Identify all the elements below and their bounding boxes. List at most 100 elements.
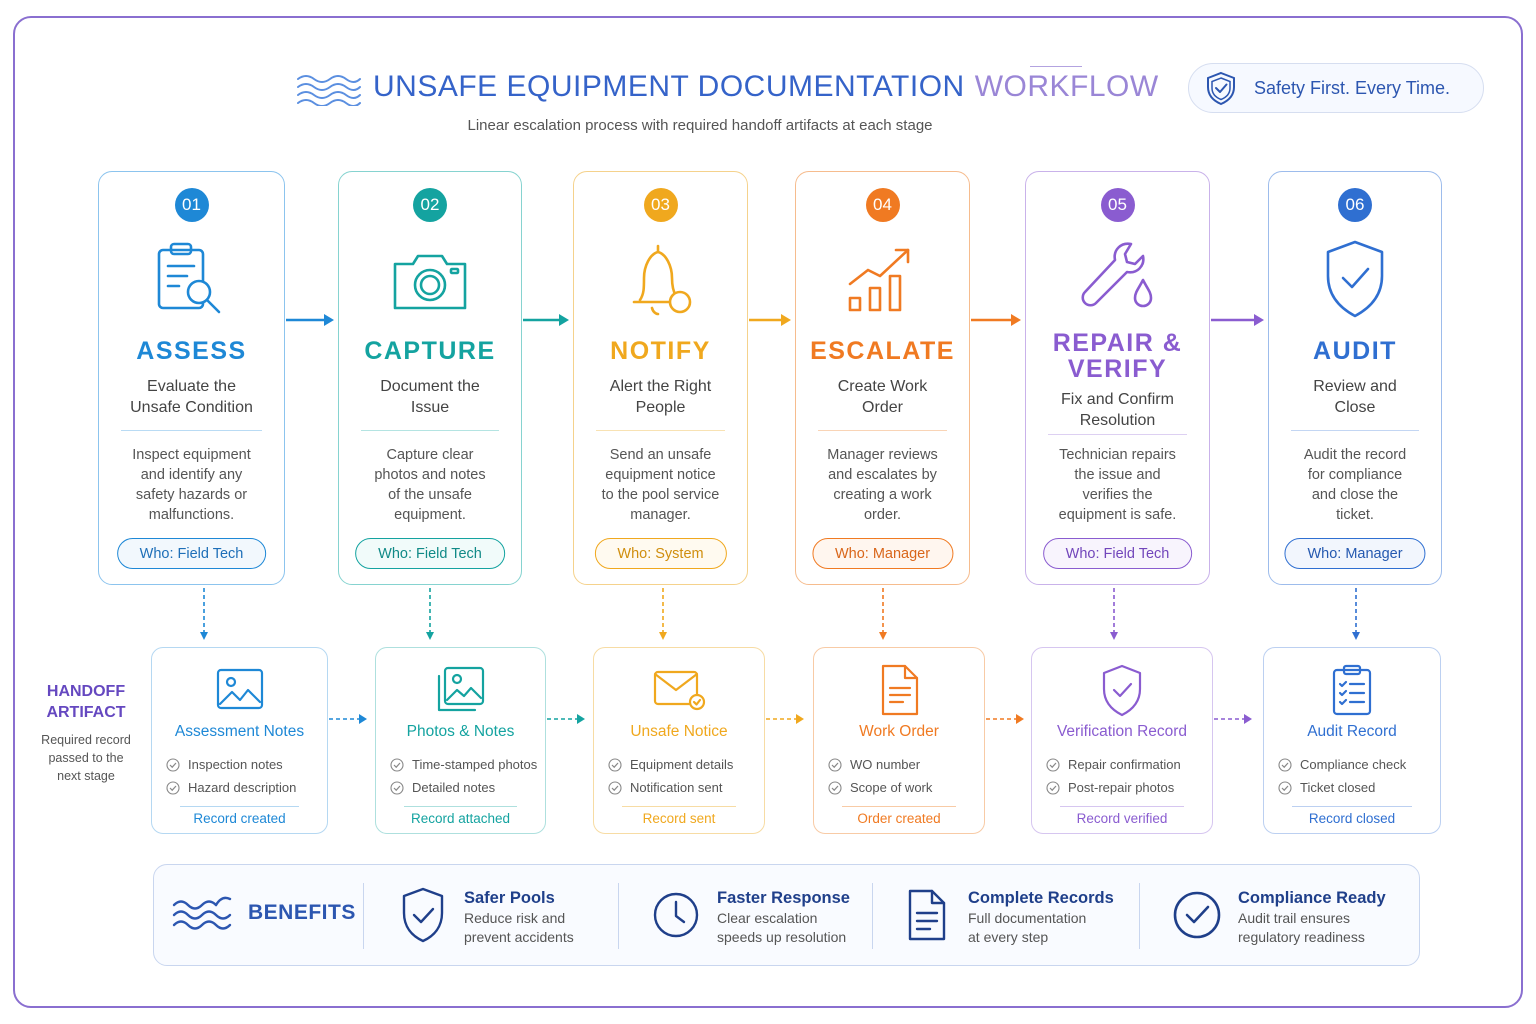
- desc-line: and escalates by: [828, 467, 937, 483]
- desc-line: for compliance: [1307, 467, 1403, 483]
- checklist-item-label: Repair confirmation: [1068, 757, 1181, 772]
- benefit-desc-line: regulatory readiness: [1238, 929, 1365, 945]
- image-icon: [212, 662, 268, 718]
- check-circle-icon: [1046, 757, 1060, 772]
- benefit-text: Safer Pools Reduce risk and prevent acci…: [464, 885, 574, 947]
- artifact-status: Order created: [857, 811, 941, 826]
- checklist-item: Post-repair photos: [1046, 776, 1202, 799]
- stage-description: Inspect equipment and identify any safet…: [113, 445, 270, 525]
- stage-name-line-2: VERIFY: [1067, 355, 1168, 383]
- benefit-faster-response: Faster Response Clear escalation speeds …: [651, 885, 850, 947]
- artifact-checklist: Repair confirmation Post-repair photos: [1046, 753, 1202, 799]
- stage-name: ESCALATE: [810, 337, 955, 365]
- stage-subtitle-line-1: Fix and Confirm: [1061, 391, 1174, 408]
- shield-check-icon: [1094, 662, 1150, 718]
- stage-name-line-1: REPAIR &: [1052, 329, 1183, 357]
- artifact-title: Photos & Notes: [406, 723, 515, 740]
- handoff-arrow: [1352, 588, 1360, 640]
- handoff-arrow: [879, 588, 887, 640]
- stage-divider: [818, 430, 947, 431]
- desc-line: equipment is safe.: [1058, 507, 1177, 523]
- desc-line: and close the: [1311, 487, 1399, 503]
- benefit-name: Safer Pools: [464, 889, 555, 907]
- benefit-text: Complete Records Full documentation at e…: [968, 885, 1114, 947]
- checklist-item-label: Compliance check: [1300, 757, 1407, 772]
- stage-description: Technician repairs the issue and verifie…: [1040, 445, 1195, 525]
- stage-divider: [361, 430, 499, 431]
- artifact-divider: [1292, 806, 1412, 807]
- stage-name: CAPTURE: [364, 337, 496, 365]
- title-accent-line: [1030, 66, 1082, 67]
- benefit-desc-line: Clear escalation: [717, 910, 818, 926]
- desc-line: Audit the record: [1303, 447, 1407, 463]
- shield-check-icon: [1310, 236, 1400, 326]
- stage-subtitle-line-2: Issue: [410, 399, 450, 416]
- check-circle-icon: [608, 780, 622, 795]
- artifact-title: Unsafe Notice: [630, 723, 728, 740]
- benefit-name: Complete Records: [968, 889, 1114, 907]
- checklist-item-label: Time-stamped photos: [412, 757, 538, 772]
- checklist-item: Ticket closed: [1278, 776, 1430, 799]
- benefit-text: Compliance Ready Audit trail ensures reg…: [1238, 885, 1386, 947]
- flow-arrow: [749, 314, 791, 326]
- checklist-item: Equipment details: [608, 753, 754, 776]
- flow-arrow: [523, 314, 569, 326]
- stage-name: AUDIT: [1313, 337, 1397, 365]
- benefit-desc-line: speeds up resolution: [717, 929, 847, 945]
- check-circle-icon: [390, 780, 404, 795]
- stage-escalate: 04 ESCALATE Create Work Order Manager re…: [795, 171, 970, 585]
- artifact-status: Record sent: [642, 811, 716, 826]
- benefit-safer-pools: Safer Pools Reduce risk and prevent acci…: [398, 885, 574, 947]
- handoff-arrow: [426, 588, 434, 640]
- checklist-item: Notification sent: [608, 776, 754, 799]
- desc-line: to the pool service: [601, 487, 720, 503]
- stage-subtitle-line-2: Order: [862, 399, 903, 416]
- artifact-checklist: WO number Scope of work: [828, 753, 974, 799]
- stage-name: NOTIFY: [610, 337, 711, 365]
- desc-line: of the unsafe: [388, 487, 472, 503]
- handoff-arrow: [200, 588, 208, 640]
- trend-chart-icon: [838, 236, 928, 326]
- benefit-desc-line: Full documentation: [968, 910, 1087, 926]
- artifact-flow-arrow: [547, 714, 585, 724]
- document-icon: [871, 662, 927, 718]
- checklist-item-label: Inspection notes: [188, 757, 283, 772]
- stage-number: 06: [1338, 188, 1372, 222]
- checklist-item: Hazard description: [166, 776, 317, 799]
- handoff-arrow: [1110, 588, 1118, 640]
- check-circle-icon: [608, 757, 622, 772]
- artifact-divider: [404, 806, 517, 807]
- checklist-item: Repair confirmation: [1046, 753, 1202, 776]
- artifact-checklist: Inspection notes Hazard description: [166, 753, 317, 799]
- artifact-photos-notes: Photos & Notes Time-stamped photos Detai…: [375, 647, 546, 834]
- artifact-verification-record: Verification Record Repair confirmation …: [1031, 647, 1213, 834]
- checklist-item: Compliance check: [1278, 753, 1430, 776]
- stage-name: REPAIR & VERIFY: [1026, 330, 1209, 382]
- artifact-flow-arrow: [1214, 714, 1252, 724]
- stage-number: 03: [643, 188, 678, 222]
- desc-line: malfunctions.: [148, 507, 235, 523]
- handoff-title-line-1: HANDOFF: [46, 683, 126, 700]
- desc-line: ticket.: [1336, 507, 1374, 523]
- stage-name: ASSESS: [136, 337, 247, 365]
- artifact-assessment-notes: Assessment Notes Inspection notes Hazard…: [151, 647, 328, 834]
- artifact-checklist: Compliance check Ticket closed: [1278, 753, 1430, 799]
- stage-subtitle-line-1: Create Work: [837, 378, 928, 395]
- check-circle-icon: [390, 757, 404, 772]
- stage-number: 01: [174, 188, 209, 222]
- checklist-item: Inspection notes: [166, 753, 317, 776]
- artifact-checklist: Equipment details Notification sent: [608, 753, 754, 799]
- benefit-complete-records: Complete Records Full documentation at e…: [902, 885, 1114, 947]
- checklist-item-label: Notification sent: [630, 780, 723, 795]
- benefits-separator: [363, 883, 364, 949]
- stage-divider: [1291, 430, 1419, 431]
- stage-description: Manager reviews and escalates by creatin…: [810, 445, 955, 525]
- artifact-divider: [842, 806, 956, 807]
- desc-line: Send an unsafe: [609, 447, 712, 463]
- benefit-desc-line: prevent accidents: [464, 929, 574, 945]
- handoff-desc-line: passed to the: [48, 751, 124, 765]
- benefit-desc-line: at every step: [968, 929, 1049, 945]
- safety-badge: Safety First. Every Time.: [1188, 63, 1484, 113]
- who-badge: Who: Field Tech: [1042, 538, 1193, 569]
